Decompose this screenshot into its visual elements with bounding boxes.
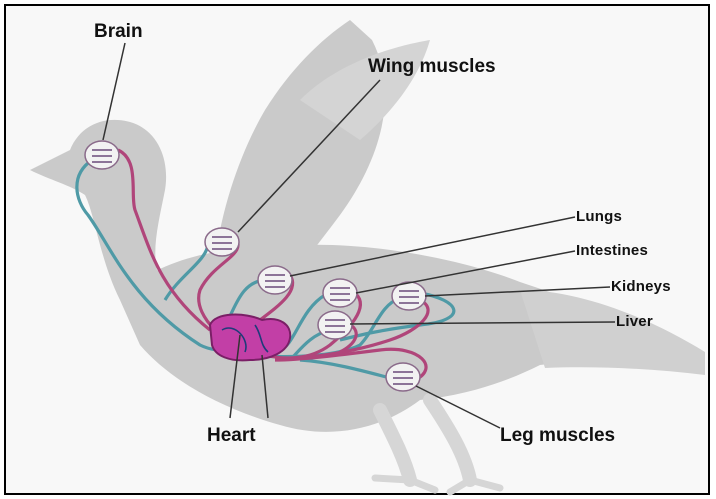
heart bbox=[210, 315, 290, 361]
label-liver: Liver bbox=[616, 313, 653, 330]
leg-muscle-capillary bbox=[386, 363, 420, 391]
wing-muscle-capillary bbox=[205, 228, 239, 256]
label-intestines: Intestines bbox=[576, 242, 648, 259]
label-wing-muscles: Wing muscles bbox=[368, 56, 496, 78]
label-leg-muscles: Leg muscles bbox=[500, 425, 615, 447]
brain-capillary bbox=[85, 141, 119, 169]
bird-silhouette bbox=[30, 20, 705, 432]
lung-capillary bbox=[258, 266, 292, 294]
label-lungs: Lungs bbox=[576, 208, 622, 225]
label-heart: Heart bbox=[207, 425, 256, 447]
liver-capillary bbox=[318, 311, 352, 339]
label-kidneys: Kidneys bbox=[611, 278, 671, 295]
label-brain: Brain bbox=[94, 21, 143, 43]
kidney-capillary bbox=[392, 282, 426, 310]
intestine-capillary bbox=[323, 279, 357, 307]
